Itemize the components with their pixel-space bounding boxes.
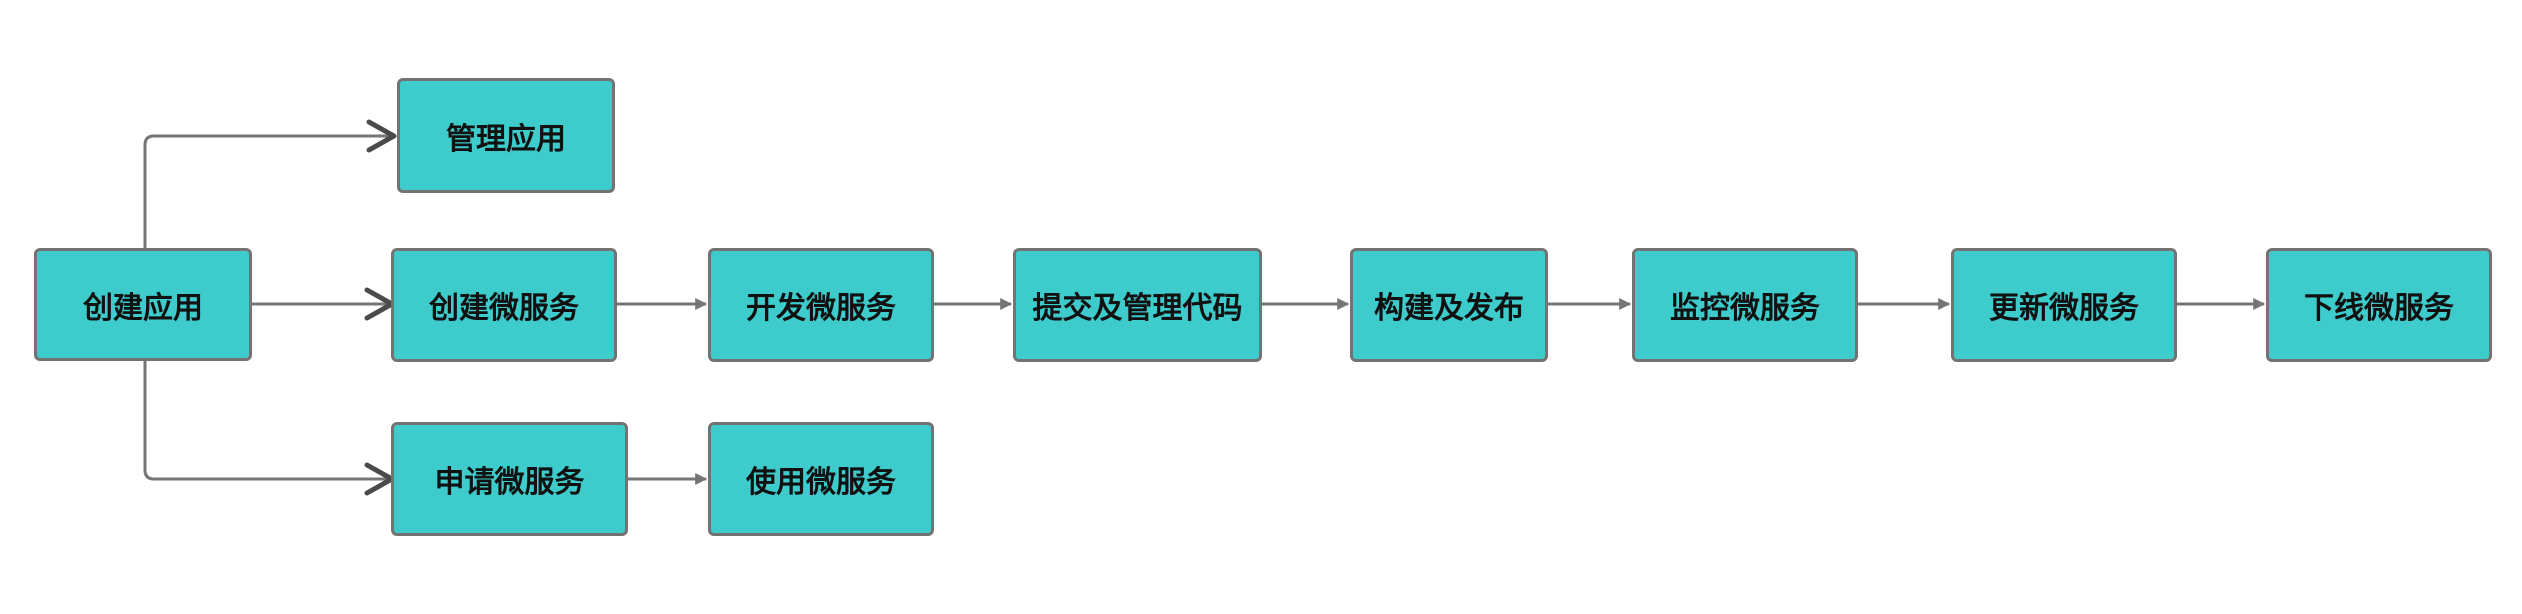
node-create-microservice[interactable]: 创建微服务 [391,248,617,362]
node-build-release[interactable]: 构建及发布 [1350,248,1548,362]
node-commit-manage-code[interactable]: 提交及管理代码 [1013,248,1262,362]
node-use-microservice[interactable]: 使用微服务 [708,422,934,536]
connector-create-app-to-manage-app [143,134,392,248]
node-manage-app[interactable]: 管理应用 [397,78,615,193]
node-offline-microservice[interactable]: 下线微服务 [2266,248,2492,362]
connector-create-app-to-apply-ms [143,360,390,481]
arrowhead-manage-app [366,119,397,153]
node-develop-microservice[interactable]: 开发微服务 [708,248,934,362]
node-create-app[interactable]: 创建应用 [34,248,252,361]
node-apply-microservice[interactable]: 申请微服务 [391,422,628,536]
node-update-microservice[interactable]: 更新微服务 [1951,248,2177,362]
node-monitor-microservice[interactable]: 监控微服务 [1632,248,1858,362]
